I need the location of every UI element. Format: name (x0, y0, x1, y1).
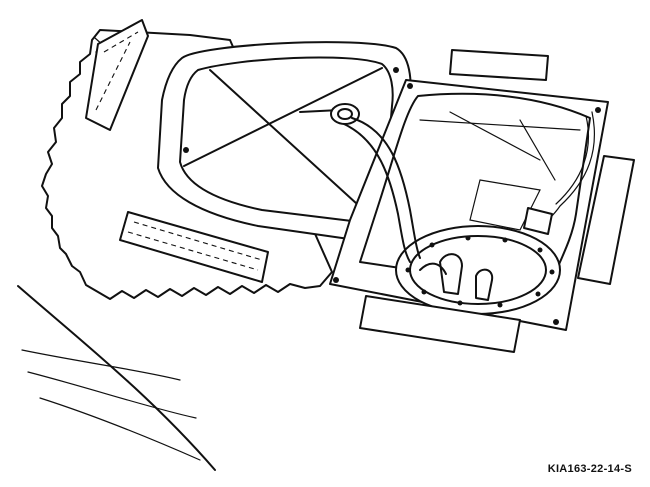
fuel-hose (343, 117, 421, 263)
tape-right (577, 155, 635, 285)
floor-panel-lines (17, 285, 216, 471)
figure-code-label: KIA163-22-14-S (547, 463, 632, 475)
fuel-pump-flange (395, 225, 561, 315)
tape-bottom (359, 295, 521, 353)
label-tapes (359, 49, 635, 353)
wiring-harness (523, 111, 596, 235)
tape-top (449, 49, 549, 81)
electrical-connector (523, 207, 553, 235)
carpet-tape-lower (119, 211, 269, 283)
carpet-tape-upper (85, 19, 149, 131)
access-cover (157, 41, 412, 243)
